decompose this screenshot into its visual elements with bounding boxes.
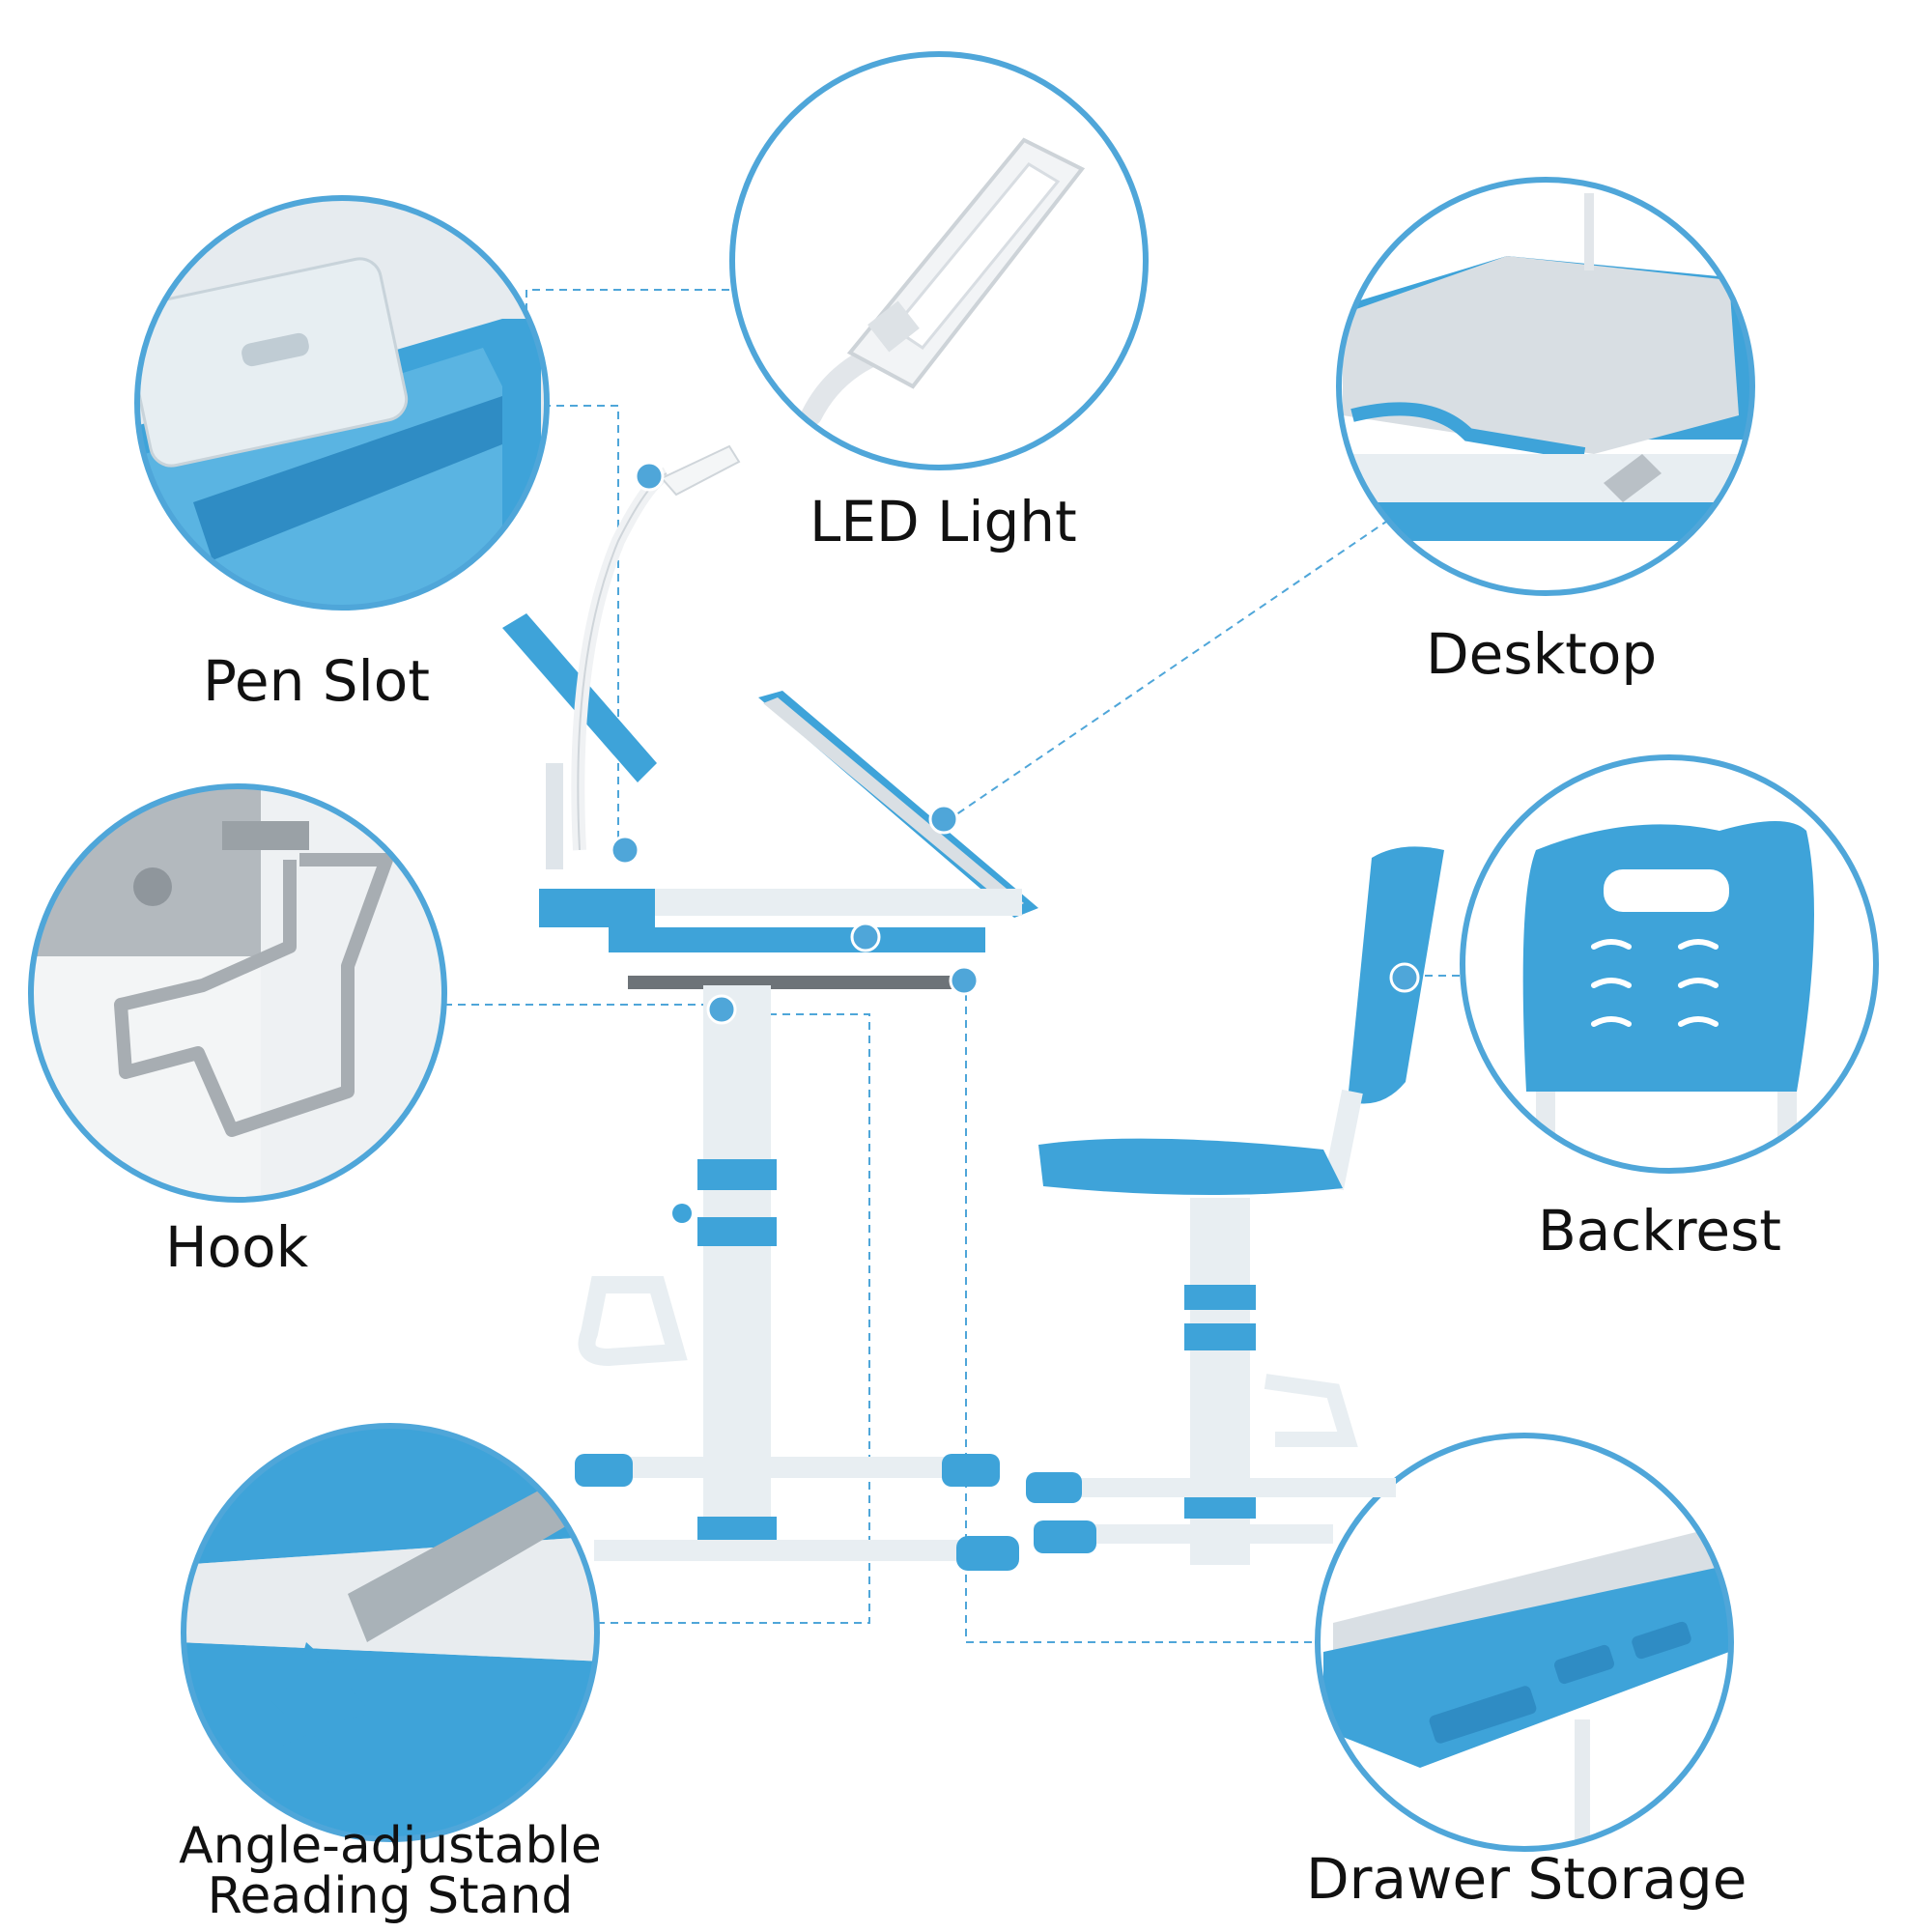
desk (502, 444, 1038, 1571)
desktop-closeup (1339, 180, 1752, 593)
desktop-callout-ring (1336, 177, 1755, 596)
pen-slot-closeup (137, 198, 547, 608)
leader-lines (444, 289, 1461, 1643)
reading-stand-closeup (184, 1426, 597, 1839)
drawer-storage-label: Drawer Storage (1306, 1846, 1747, 1912)
backrest-label: Backrest (1538, 1198, 1782, 1264)
drawer-closeup (1318, 1435, 1731, 1849)
backrest-callout-ring (1460, 754, 1879, 1174)
pen-slot-label: Pen Slot (203, 648, 430, 714)
pen-slot-callout-ring (134, 195, 550, 611)
backrest-closeup (1463, 757, 1876, 1171)
led-light-label: LED Light (810, 489, 1077, 554)
reading-stand-callout-ring (181, 1423, 600, 1842)
hook-callout-ring (28, 783, 447, 1203)
desktop-label: Desktop (1426, 621, 1658, 687)
led-light-closeup (732, 54, 1146, 468)
chair (1026, 846, 1444, 1565)
hook-label: Hook (165, 1214, 309, 1280)
led-light-callout-ring (729, 51, 1149, 470)
reading-stand-label: Angle-adjustable Reading Stand (179, 1817, 602, 1925)
drawer-callout-ring (1315, 1433, 1734, 1852)
